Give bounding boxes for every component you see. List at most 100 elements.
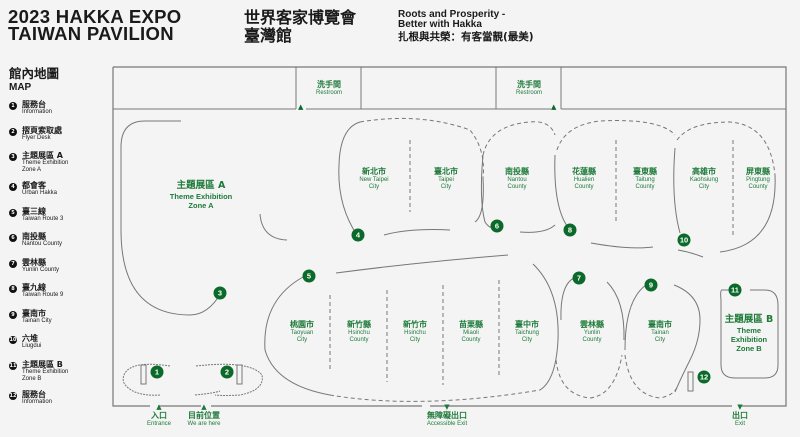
triangle-up-icon: ▲ [156, 403, 162, 411]
legend-item-en: Yunlin County [22, 266, 60, 273]
area-en: Taipei [438, 177, 454, 183]
area-boundary [482, 121, 556, 156]
slogan-zh: 扎根與共榮：有客當靚(最美) [398, 31, 534, 43]
area-en: Taitung [635, 177, 655, 183]
door-en: Accessible Exit [426, 421, 468, 427]
area-boundary [338, 121, 361, 236]
legend-item-zh: 南投縣 [22, 232, 46, 241]
area-en: City [698, 184, 710, 190]
area-en: City [409, 337, 421, 343]
expo-title-zh: 世界客家博覽會 臺灣館 [244, 9, 356, 45]
slogan-line-1: Roots and Prosperity - [398, 9, 506, 20]
area-en: County [574, 184, 594, 190]
area-zh: 臺中市 [515, 320, 539, 329]
title-line-1: 2023 HAKKA EXPO [8, 6, 182, 27]
area-boundary [264, 276, 331, 396]
legend-item-zh: 臺南市 [22, 308, 46, 318]
title-zh-line-1: 世界客家博覽會 [244, 8, 357, 27]
area-en: Hsinchu [348, 330, 370, 336]
outer-wall [112, 66, 787, 407]
marker-7[interactable]: 7 [572, 271, 586, 285]
number-badge-icon: 3 [9, 153, 17, 161]
area-boundary [590, 147, 681, 249]
restroom-en: Restroom [515, 90, 543, 96]
legend-item-zh: 主題展區 A [22, 151, 63, 160]
number-badge-icon: 10 [9, 336, 17, 344]
area-en: Hualien [573, 177, 595, 183]
legend-item-zh: 都會客 [22, 181, 46, 190]
legend-item-zh: 六堆 [22, 334, 38, 343]
area-en: City [368, 184, 380, 190]
area-en: Taichung [514, 330, 540, 336]
zone-b-zh: 主題展區 B [724, 314, 774, 325]
legend-item-en: Liugdui [22, 343, 42, 349]
zone-b-en-3: Zone B [736, 344, 762, 353]
zone-a-curve [120, 147, 222, 316]
area-zh: 屏東縣 [746, 167, 770, 176]
number-badge-icon: 4 [9, 183, 17, 191]
marker-4[interactable]: 4 [351, 228, 365, 242]
number-badge-icon: 8 [9, 285, 17, 293]
marker-8[interactable]: 8 [563, 223, 577, 237]
marker-11[interactable]: 11 [728, 283, 742, 297]
desk-outline [194, 390, 221, 396]
area-en: County [748, 184, 768, 190]
door-en: We are here [187, 421, 221, 427]
area-en: Tainan [651, 330, 669, 336]
marker-2[interactable]: 2 [220, 365, 234, 379]
area-zh: 臺南市 [648, 320, 672, 329]
area-boundary [555, 354, 623, 399]
zone-b-en-1: Theme [736, 326, 762, 335]
marker-12[interactable]: 12 [697, 370, 711, 384]
marker-10[interactable]: 10 [677, 233, 691, 247]
area-en: Nantou [507, 177, 527, 183]
marker-1[interactable]: 1 [150, 365, 164, 379]
marker-5[interactable]: 5 [302, 269, 316, 283]
legend-item-en-2: Zone A [22, 167, 42, 173]
legend-item-en: Information [22, 398, 53, 405]
area-en: New Taipei [359, 177, 389, 183]
door-zh: 無障礙出口 [426, 411, 467, 420]
marker-9[interactable]: 9 [644, 278, 658, 292]
legend-item-en: Theme Exhibition [22, 368, 69, 375]
zone-a-zh: 主題展區 A [176, 180, 226, 191]
restroom-door-icon: ▲ [298, 103, 304, 111]
legend-item-en: Theme Exhibition [22, 160, 69, 166]
marker-3[interactable]: 3 [213, 286, 227, 300]
legend-item-en: Urban Hakka [22, 190, 58, 196]
marker-6[interactable]: 6 [490, 219, 504, 233]
area-en: City [521, 337, 533, 343]
